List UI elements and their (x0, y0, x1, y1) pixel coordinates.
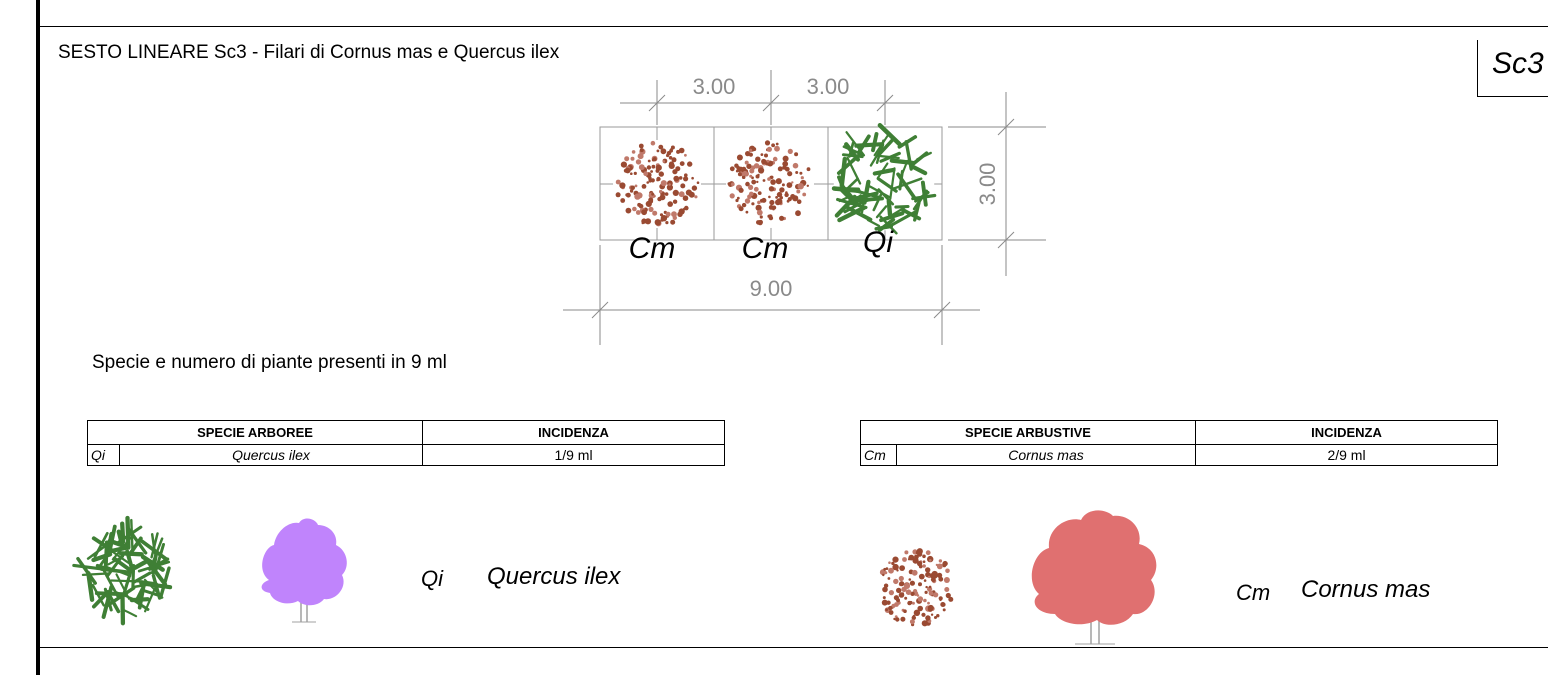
dim-side: 3.00 (975, 163, 1000, 206)
frame-bottom-border (40, 647, 1548, 648)
species-subtitle: Specie e numero di piante presenti in 9 … (92, 352, 447, 373)
species-incidence: 2/9 ml (1195, 444, 1498, 466)
species-code: Qi (87, 444, 120, 466)
legend-cornus-code: Cm (1236, 580, 1271, 605)
sheet-code-box (1477, 40, 1548, 97)
table-header-row: SPECIE ARBOREE INCIDENZA (86, 420, 726, 445)
header-specie-arboree: SPECIE ARBOREE (86, 420, 424, 445)
legend-quercus-name: Quercus ilex (487, 563, 621, 590)
cornus-plan-symbol (726, 140, 814, 228)
table-specie-arbustive: SPECIE ARBUSTIVE INCIDENZA Cm Cornus mas… (860, 420, 1498, 466)
dim-top-1: 3.00 (693, 74, 736, 99)
table-specie-arboree: SPECIE ARBOREE INCIDENZA Qi Quercus ilex… (86, 420, 726, 466)
legend-quercus-code: Qi (421, 566, 443, 591)
header-incidenza: INCIDENZA (422, 420, 726, 445)
table-row: Qi Quercus ilex 1/9 ml (87, 444, 726, 466)
frame-top-border (40, 26, 1548, 27)
plant-label-qi: Qi (863, 226, 894, 259)
plant-label-cm-1: Cm (629, 232, 676, 265)
cornus-plan-symbol (613, 140, 701, 228)
legend-cornus-name: Cornus mas (1301, 576, 1431, 603)
cornus-plan-icon (876, 548, 956, 628)
header-specie-arbustive: SPECIE ARBUSTIVE (860, 420, 1196, 445)
species-code: Cm (860, 444, 897, 466)
cornus-elevation-icon (1031, 510, 1157, 645)
side-dimension-line (948, 92, 1046, 276)
top-dimension-line (620, 70, 920, 125)
species-name: Cornus mas (896, 444, 1196, 466)
species-name: Quercus ilex (118, 444, 424, 466)
sheet-title: SESTO LINEARE Sc3 - Filari di Cornus mas… (58, 42, 560, 63)
dim-top-2: 3.00 (807, 74, 850, 99)
quercus-elevation-icon (261, 518, 347, 623)
sheet-code: Sc3 (1492, 47, 1544, 80)
plant-label-cm-2: Cm (742, 232, 789, 265)
dim-total: 9.00 (750, 276, 793, 301)
bottom-dimension-line (563, 245, 980, 345)
header-incidenza: INCIDENZA (1195, 420, 1498, 445)
table-row: Cm Cornus mas 2/9 ml (860, 444, 1498, 466)
table-header-row: SPECIE ARBUSTIVE INCIDENZA (860, 420, 1498, 445)
frame-left-border (36, 0, 40, 675)
quercus-plan-icon (72, 515, 173, 626)
species-incidence: 1/9 ml (422, 444, 726, 466)
quercus-plan-symbol (831, 123, 937, 235)
